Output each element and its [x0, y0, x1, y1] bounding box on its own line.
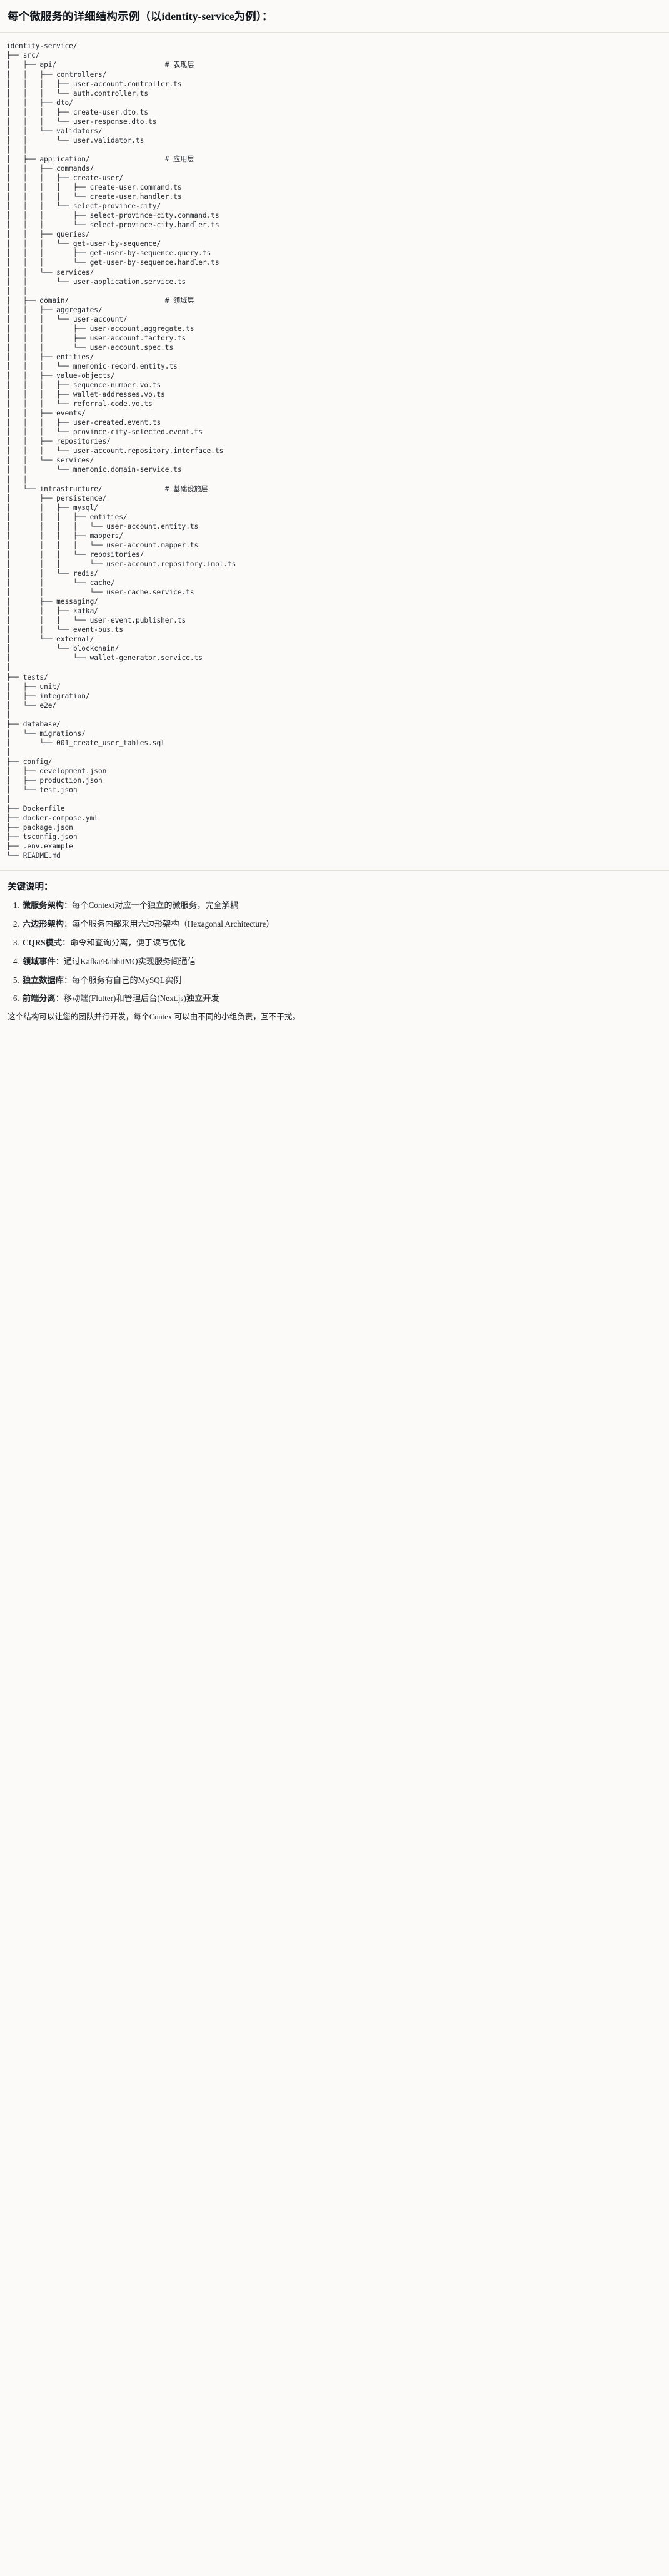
key-point-desc: ：命令和查询分离，便于读写优化 — [62, 938, 186, 948]
key-point-term: 六边形架构 — [23, 919, 64, 929]
key-point-desc: ：通过Kafka/RabbitMQ实现服务间通信 — [55, 956, 196, 966]
key-point-desc: ：每个Context对应一个独立的微服务，完全解耦 — [63, 900, 239, 910]
closing-paragraph: 这个结构可以让您的团队并行开发，每个Context可以由不同的小组负责，互不干扰… — [8, 1012, 301, 1022]
document-page: 每个微服务的详细结构示例（以identity-service为例）： ident… — [0, 0, 669, 1036]
key-point-term: 独立数据库 — [23, 975, 64, 985]
key-points-heading: 关键说明： — [8, 882, 53, 893]
list-item: 领域事件：通过Kafka/RabbitMQ实现服务间通信 — [21, 955, 661, 968]
key-point-term: 前端分离 — [23, 994, 56, 1004]
list-item: 六边形架构：每个服务内部采用六边形架构（Hexagonal Architectu… — [21, 918, 661, 930]
key-point-term: 领域事件 — [23, 956, 56, 966]
key-point-desc: ：每个服务内部采用六边形架构（Hexagonal Architecture） — [63, 919, 274, 929]
key-point-desc: ：每个服务有自己的MySQL实例 — [63, 975, 182, 985]
page-title: 每个微服务的详细结构示例（以identity-service为例）： — [0, 0, 669, 33]
list-item: 前端分离：移动端(Flutter)和管理后台(Next.js)独立开发 — [21, 992, 661, 1005]
key-points-list: 微服务架构：每个Context对应一个独立的微服务，完全解耦 六边形架构：每个服… — [8, 899, 661, 1005]
key-point-term: CQRS模式 — [23, 938, 63, 948]
key-point-term: 微服务架构 — [23, 900, 64, 910]
directory-tree: identity-service/ ├── src/ │ ├── api/ # … — [6, 42, 236, 860]
list-item: CQRS模式：命令和查询分离，便于读写优化 — [21, 937, 661, 949]
list-item: 微服务架构：每个Context对应一个独立的微服务，完全解耦 — [21, 899, 661, 912]
key-point-desc: ：移动端(Flutter)和管理后台(Next.js)独立开发 — [55, 994, 219, 1004]
key-points-section: 关键说明： 微服务架构：每个Context对应一个独立的微服务，完全解耦 六边形… — [0, 870, 669, 1036]
directory-tree-block: identity-service/ ├── src/ │ ├── api/ # … — [0, 33, 669, 867]
list-item: 独立数据库：每个服务有自己的MySQL实例 — [21, 974, 661, 987]
